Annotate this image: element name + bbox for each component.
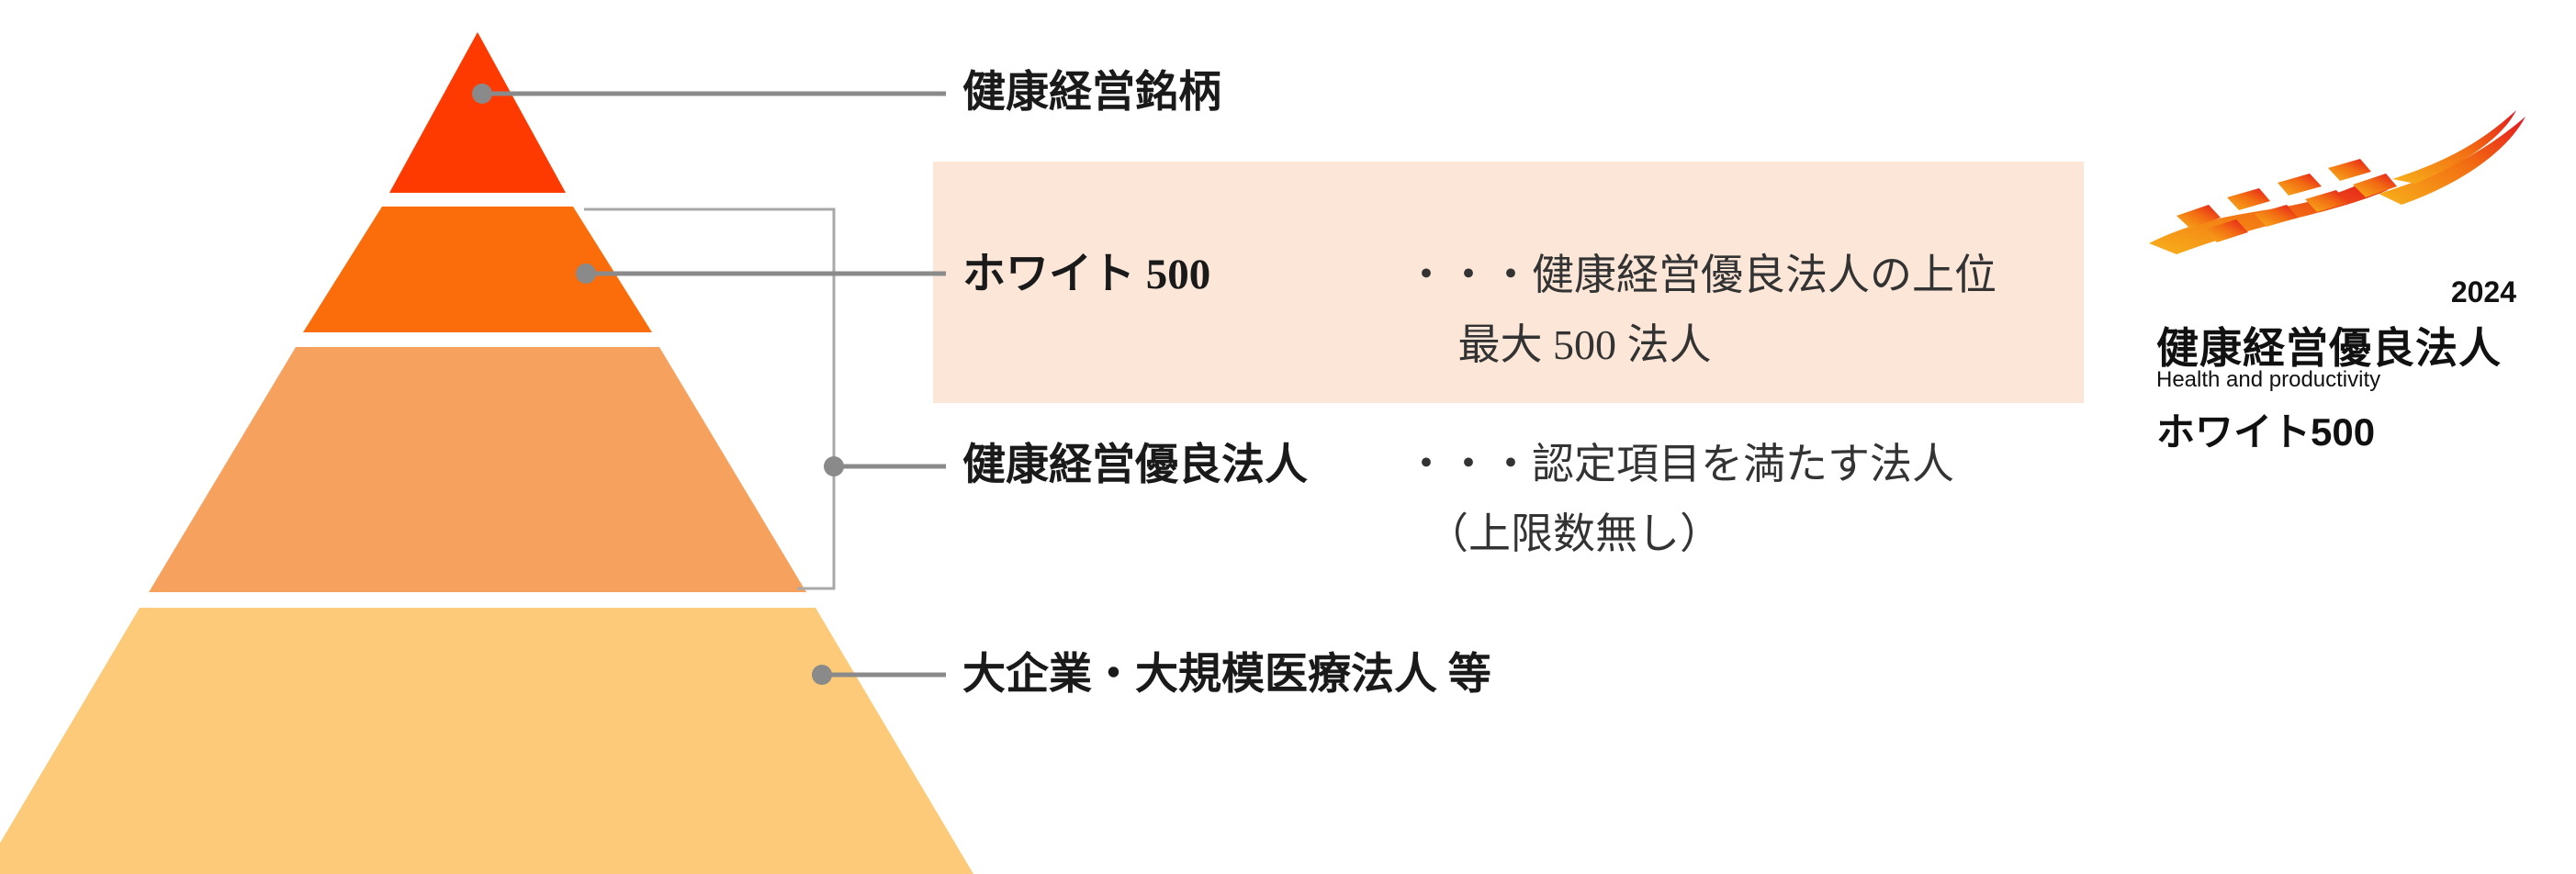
connector-dot-tier-1 [472,84,492,104]
pyramid-tier-excellent-enterprise [149,347,806,592]
pyramid-tier-large-enterprise [0,608,973,874]
checkered-flag-icon [2149,110,2525,254]
badge-name: 健康経営優良法人 [2156,324,2502,372]
tier-2-title: ホワイト 500 [962,251,1211,298]
bracket-line [584,207,836,590]
tier-1-title: 健康経営銘柄 [962,69,1221,117]
tier-4-title: 大企業・大規模医療法人 等 [962,651,1491,699]
connector-dot-tier-4 [812,665,832,685]
badge-year: 2024 [2450,275,2516,308]
connector-dot-tier-2 [576,263,596,284]
tier-3-title: 健康経営優良法人 [962,442,1308,489]
certification-badge: 2024 健康経営優良法人 Health and productivity ホワ… [2140,106,2535,473]
tier-2-description: ・・・健康経営優良法人の上位 最大 500 法人 [1405,252,1997,368]
pyramid-tier-white-500 [303,207,652,332]
tier-3-description: ・・・認定項目を満たす法人 （上限数無し） [1405,441,1954,557]
connector-lines [472,84,946,685]
badge-subtitle: Health and productivity [2156,367,2381,392]
badge-tier: ホワイト500 [2156,410,2376,454]
connector-dot-tier-3 [824,456,844,476]
white-500-highlight-band [933,162,2084,403]
pyramid-tier-health-stock [389,32,566,193]
